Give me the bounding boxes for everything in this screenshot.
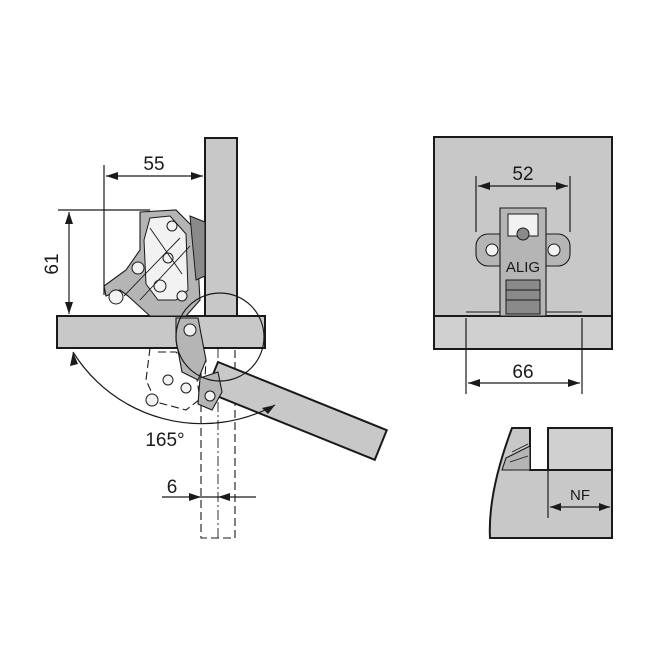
brand-logo: ALIG xyxy=(506,259,540,276)
front-door-edge xyxy=(433,315,613,350)
angle-165: 165° xyxy=(70,351,276,451)
pivot-detail-circle xyxy=(175,292,265,382)
dimension-66: 66 xyxy=(465,318,583,394)
nf-detail-view: NF xyxy=(488,427,613,539)
cabinet-side-panel xyxy=(204,137,238,317)
mounting-plate: ALIG xyxy=(475,207,571,317)
hinge-mechanism xyxy=(103,209,223,411)
dimension-label-52: 52 xyxy=(512,164,533,185)
open-door-panel xyxy=(204,360,389,462)
dimension-6: 6 xyxy=(162,477,256,501)
dimension-label-61: 61 xyxy=(42,253,63,274)
dimension-label-55: 55 xyxy=(143,154,164,175)
dimension-label-66: 66 xyxy=(512,362,533,383)
front-view: ALIG 52 66 xyxy=(433,136,613,394)
dimension-52: 52 xyxy=(475,164,571,232)
angle-label-165: 165° xyxy=(145,430,184,451)
dimension-label-nf: NF xyxy=(570,487,590,504)
closed-door-panel xyxy=(56,315,266,349)
side-view: 55 61 165° 6 xyxy=(42,137,389,540)
dimension-55: 55 xyxy=(103,154,203,295)
dimension-label-6: 6 xyxy=(167,477,178,498)
dimension-61: 61 xyxy=(42,209,150,314)
